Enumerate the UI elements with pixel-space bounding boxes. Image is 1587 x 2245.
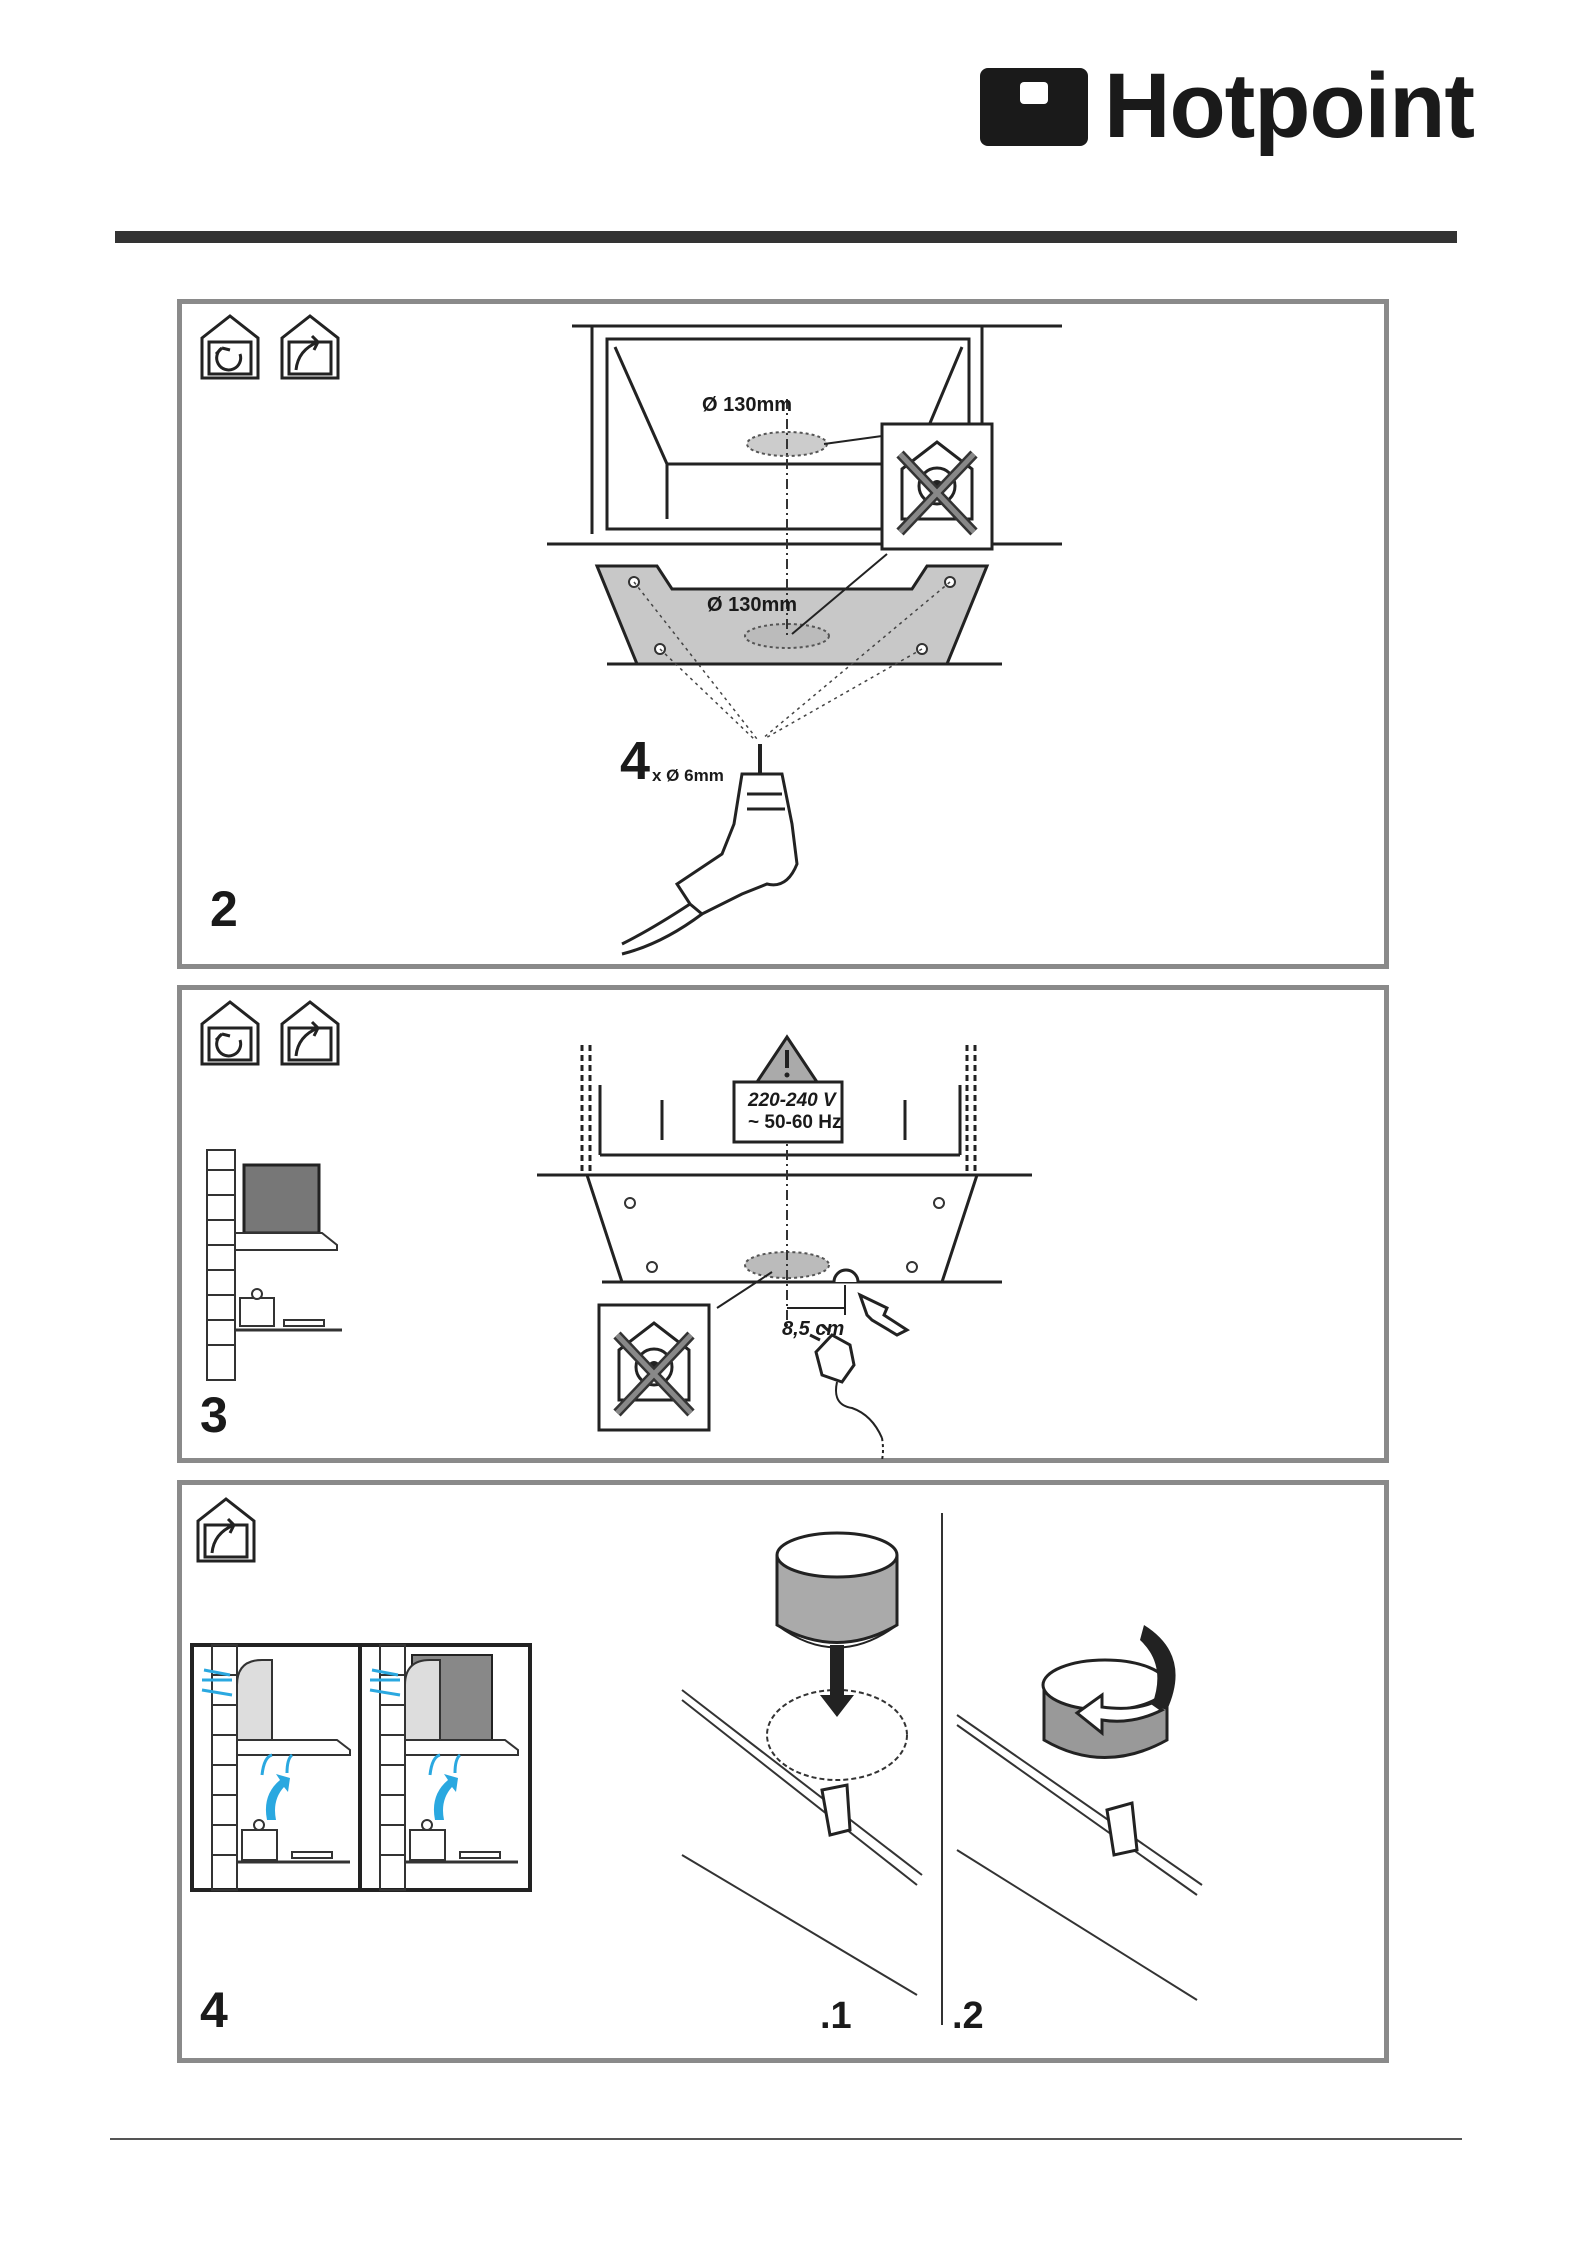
drill-count: 4 — [620, 734, 650, 788]
step-number: 2 — [210, 884, 238, 934]
diameter-label-bottom: Ø 130mm — [707, 594, 797, 617]
brand-logo-icon — [980, 68, 1088, 146]
step-number: 4 — [200, 1985, 228, 2035]
brand-name: Hotpoint — [1104, 56, 1474, 156]
sub-step-1-label: .1 — [820, 1995, 852, 2038]
distance-label: 8,5 cm — [782, 1318, 844, 1341]
step-number: 3 — [200, 1390, 228, 1440]
drill-spec: x Ø 6mm — [652, 766, 724, 786]
step-3-panel: 220-240 V ~ 50-60 Hz 8,5 cm 3 — [177, 985, 1389, 1463]
footer-rule — [110, 2138, 1462, 2140]
step-4-panel: 4 .1 .2 — [177, 1480, 1389, 2063]
warning-frequency: ~ 50-60 Hz — [748, 1112, 841, 1134]
no-recirculation-icon — [882, 424, 992, 549]
step-4-diagram — [182, 1485, 1384, 2060]
brand-logo: Hotpoint — [980, 62, 1460, 162]
diameter-label-top: Ø 130mm — [702, 394, 792, 417]
sub-step-2-label: .2 — [952, 1995, 984, 2038]
header-rule — [115, 231, 1457, 243]
step-3-diagram — [182, 990, 1384, 1460]
no-recirculation-icon — [599, 1305, 709, 1430]
step-2-panel: Ø 130mm Ø 130mm 4 x Ø 6mm 2 — [177, 299, 1389, 969]
collar-rotate-illustration — [957, 1625, 1202, 2000]
warning-voltage: 220-240 V — [748, 1090, 836, 1112]
collar-insert-illustration — [682, 1533, 922, 1995]
